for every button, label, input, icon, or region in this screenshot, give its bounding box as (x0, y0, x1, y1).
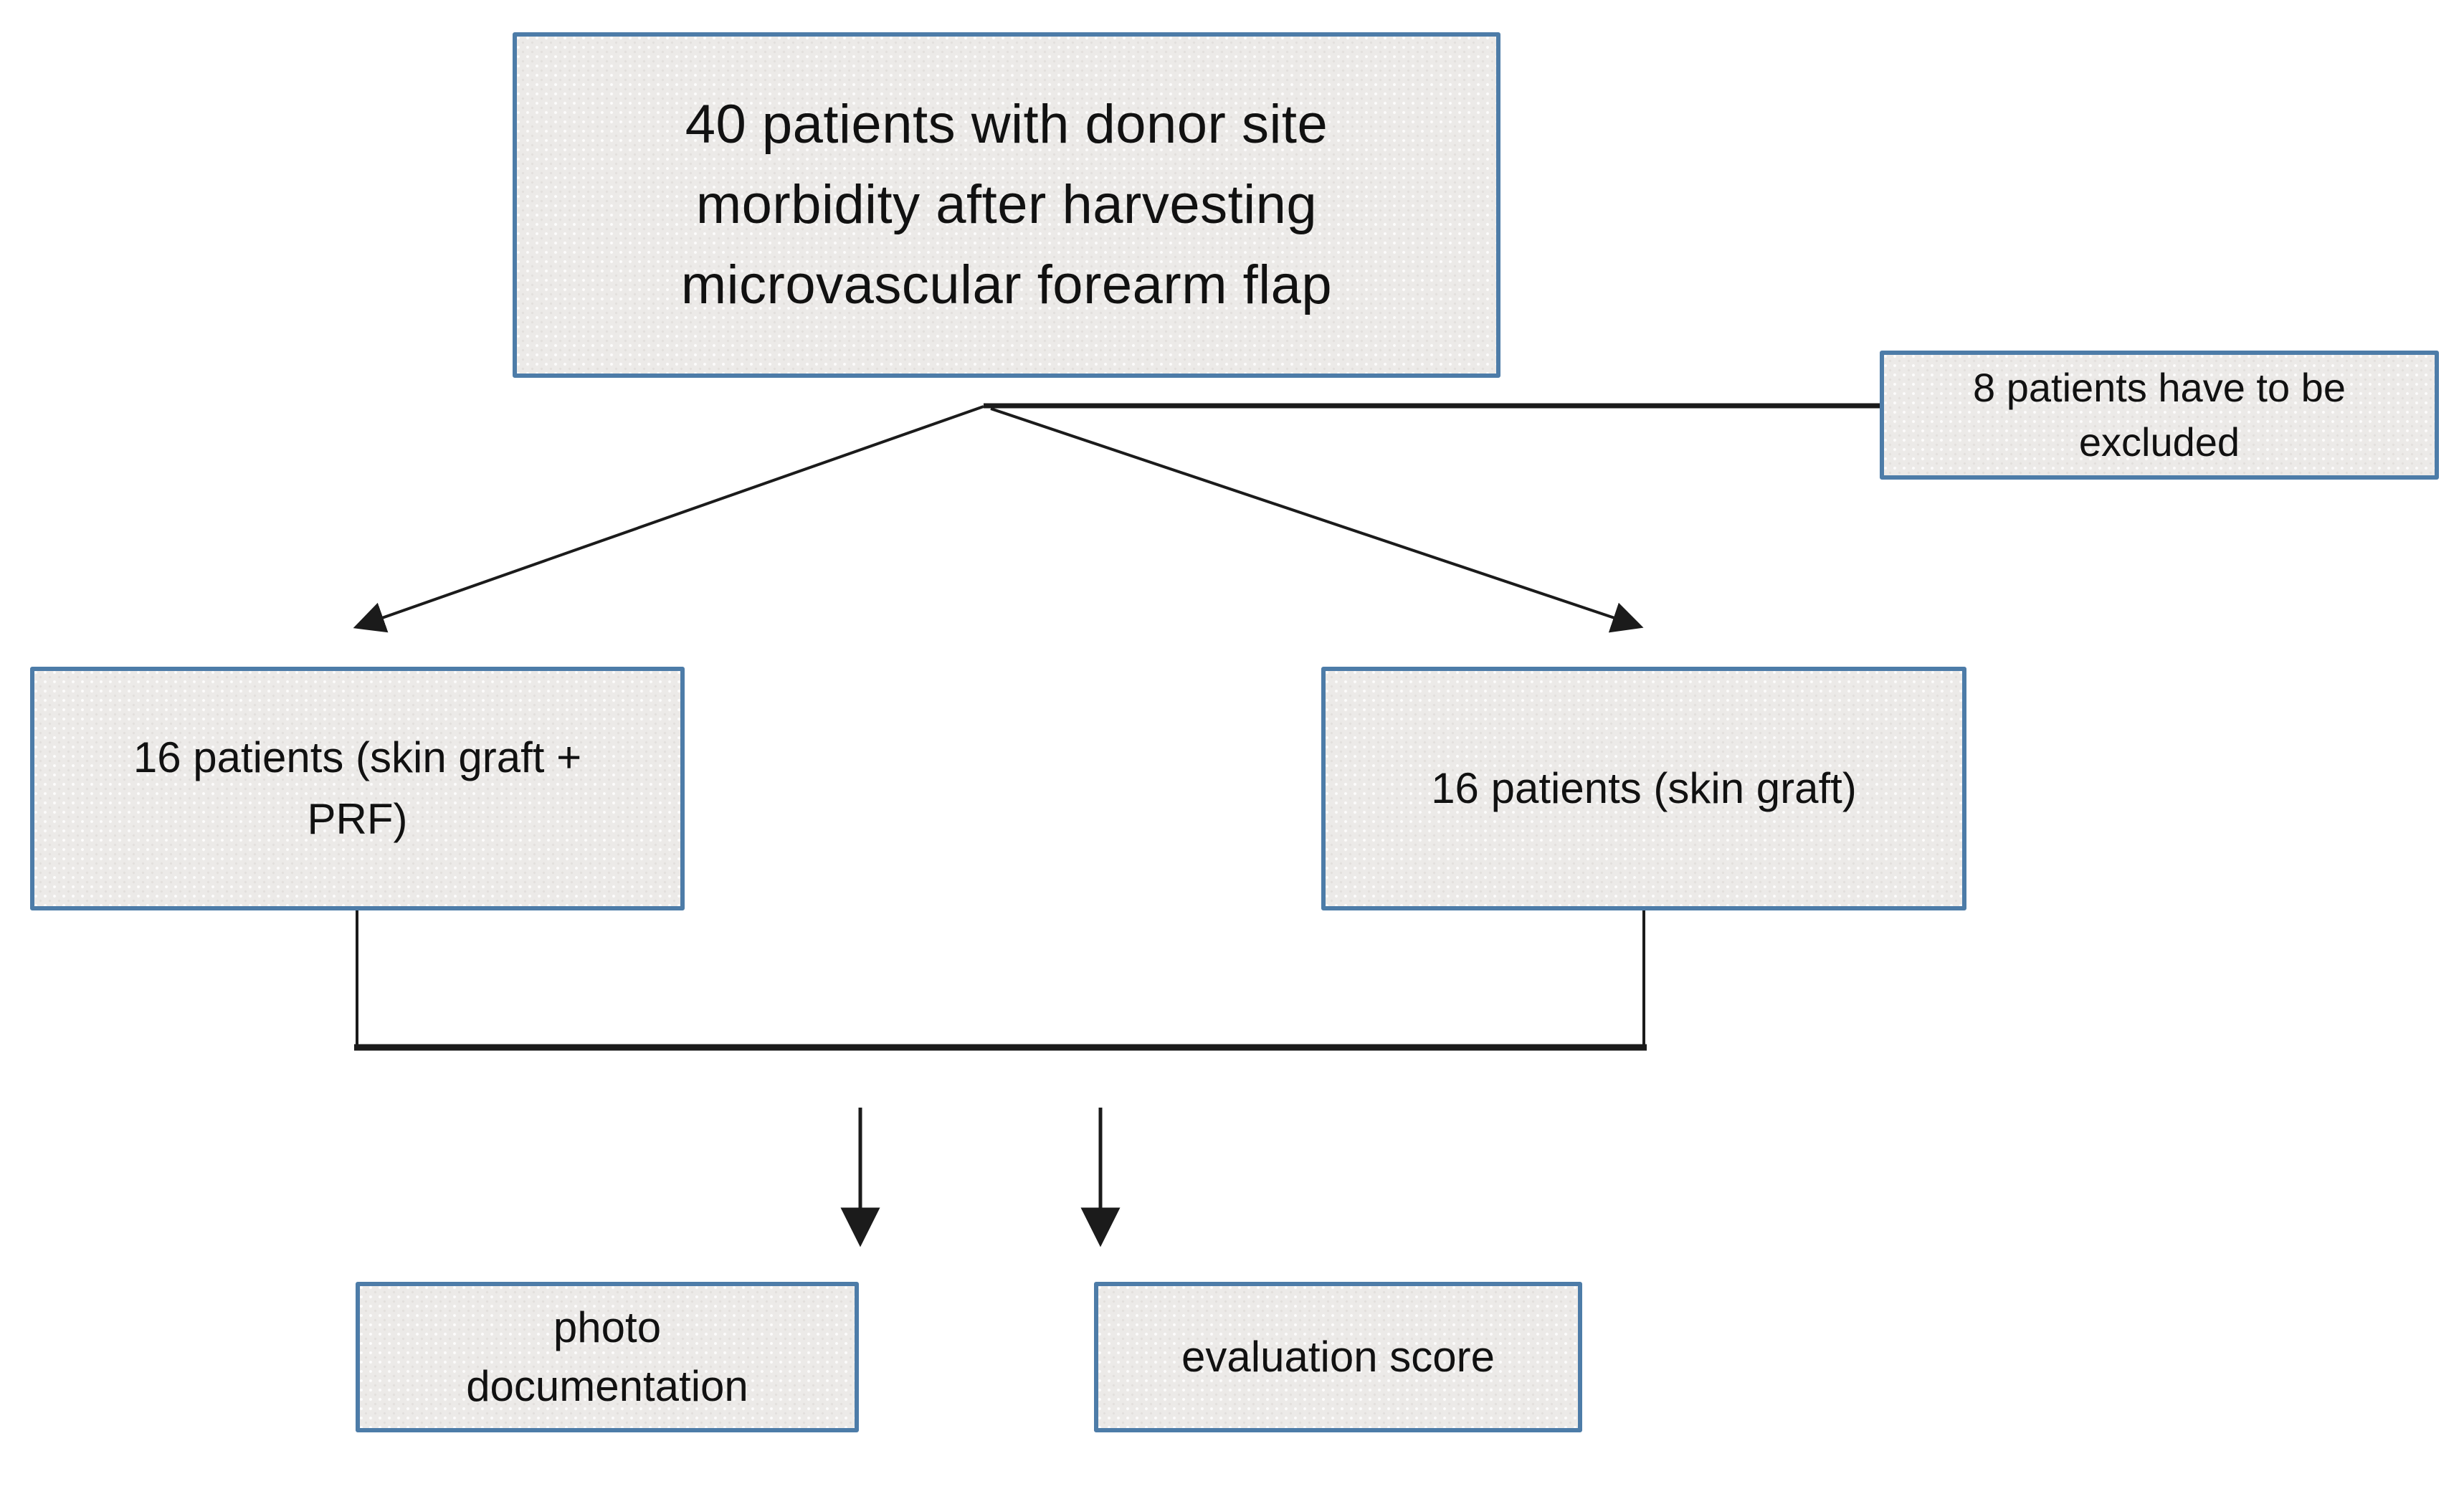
node-start-patients: 40 patients with donor site morbidity af… (513, 32, 1500, 378)
node-group-skin-graft-prf: 16 patients (skin graft + PRF) (30, 667, 685, 910)
arrow-start-control-group (990, 407, 1644, 633)
node-excluded-text-line: excluded (2078, 419, 2240, 465)
node-group-skin-graft: 16 patients (skin graft) (1321, 667, 1966, 910)
node-group-prf-text-line: 16 patients (skin graft + (133, 733, 582, 781)
node-group-control-text-line: 16 patients (skin graft) (1431, 764, 1857, 812)
node-photo-documentation: photo documentation (356, 1282, 859, 1432)
node-excluded-text-line: 8 patients have to be (1973, 365, 2346, 410)
node-start-text-line: 40 patients with donor site (685, 94, 1328, 155)
node-excluded-patients: 8 patients have to be excluded (1880, 351, 2439, 480)
node-start-text-line: morbidity after harvesting (695, 174, 1318, 235)
node-group-prf-text-line: PRF) (307, 795, 408, 843)
node-photo-text-line: photo (553, 1303, 662, 1351)
node-photo-text-line: documentation (466, 1362, 748, 1410)
node-evaluation-score: evaluation score (1094, 1282, 1582, 1432)
node-score-text-line: evaluation score (1181, 1333, 1495, 1381)
node-start-text-line: microvascular forearm flap (680, 254, 1333, 315)
arrow-start-prf-group (353, 405, 984, 633)
